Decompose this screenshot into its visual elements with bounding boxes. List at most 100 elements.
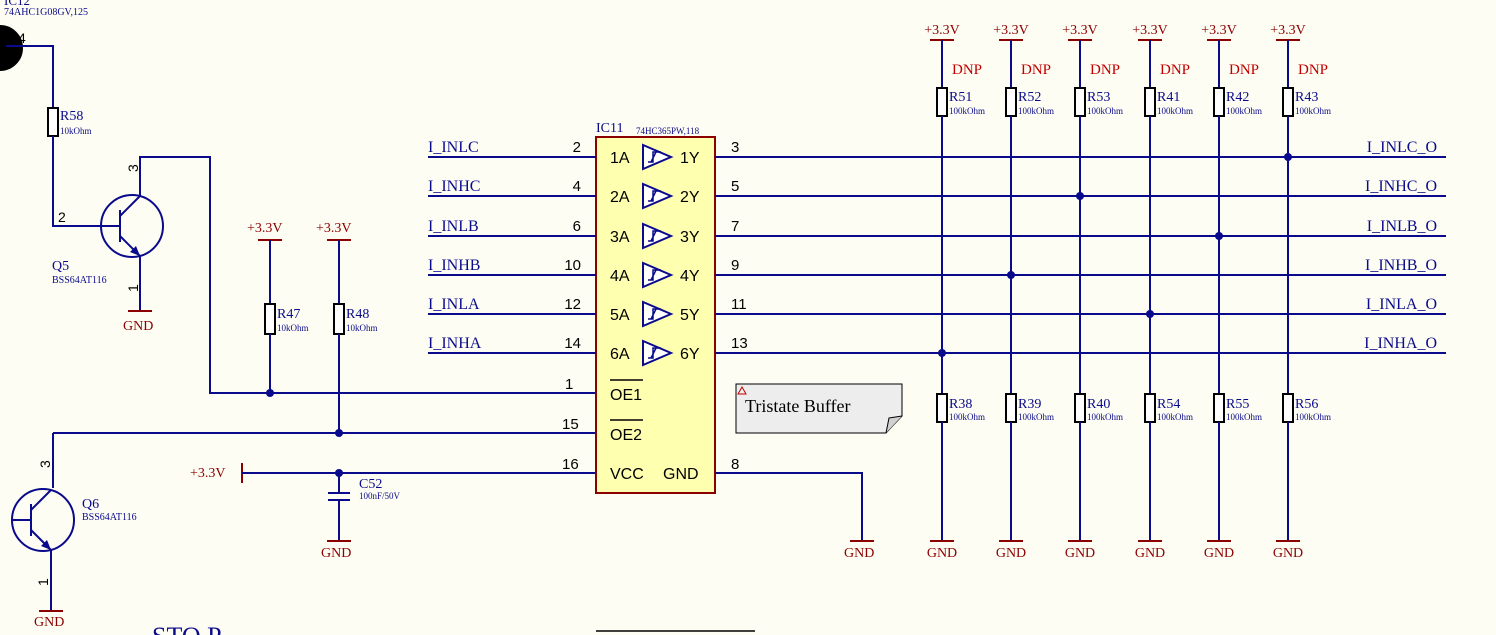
pulldown-value: 100kOhm <box>1018 412 1054 422</box>
pulldown-value: 100kOhm <box>1087 412 1123 422</box>
pin-name-input: 6A <box>610 346 630 363</box>
ic12-fragment: IC12 74AHC1G08GV,125 4 <box>0 0 88 71</box>
pullup-designator: R52 <box>1018 90 1041 105</box>
r47-value: 10kOhm <box>277 323 309 333</box>
pin-number-input: 2 <box>573 139 581 156</box>
pulldown-designator: R39 <box>1018 397 1041 412</box>
pin-name-input: 3A <box>610 229 630 246</box>
q6-pin-emitter: 1 <box>35 578 51 586</box>
r47-vcc-label: +3.3V <box>247 221 283 236</box>
dnp-label: DNP <box>1229 62 1259 78</box>
q5-value: BSS64AT116 <box>52 275 107 286</box>
net-label-output: I_INLA_O <box>1366 296 1437 313</box>
pullup-designator: R43 <box>1295 90 1318 105</box>
gnd-label: GND <box>1135 546 1165 561</box>
r48-designator: R48 <box>346 307 369 322</box>
ic11-pin-oe1[interactable]: 1 OE1 <box>565 376 643 404</box>
net-label-output: I_INHC_O <box>1365 178 1437 195</box>
q6-value: BSS64AT116 <box>82 512 137 523</box>
net-label-input: I_INHA <box>428 335 482 352</box>
vcc-label: +3.3V <box>1132 23 1168 38</box>
ic12-designator: IC12 <box>4 0 30 8</box>
svg-text:16: 16 <box>562 456 579 473</box>
svg-text:GND: GND <box>34 615 64 630</box>
ic11-designator: IC11 <box>596 121 623 136</box>
pin-name-output: 4Y <box>680 268 700 285</box>
pulldown-designator: R40 <box>1087 397 1110 412</box>
ic12-value: 74AHC1G08GV,125 <box>4 7 88 18</box>
r58-resistor[interactable]: R58 10kOhm <box>47 107 92 137</box>
c52-capacitor[interactable]: C52 100nF/50V <box>328 473 401 540</box>
vcc-supply: +3.3V <box>190 463 596 483</box>
svg-text:OE2: OE2 <box>610 427 642 444</box>
r48-pullup[interactable]: +3.3V R48 10kOhm <box>316 221 378 433</box>
svg-text:GND: GND <box>321 546 351 561</box>
c52-value: 100nF/50V <box>359 491 401 501</box>
svg-text:VCC: VCC <box>610 466 644 483</box>
net-label-input: I_INLC <box>428 139 479 156</box>
ic12-pin-number: 4 <box>18 30 26 46</box>
net-label-input: I_INHB <box>428 257 480 274</box>
pulldown-value: 100kOhm <box>949 412 985 422</box>
junction <box>266 389 274 397</box>
r48-value: 10kOhm <box>346 323 378 333</box>
net-label-input: I_INLA <box>428 296 480 313</box>
pin-name-output: 6Y <box>680 346 700 363</box>
pullup-value: 100kOhm <box>1018 106 1054 116</box>
vcc-label: +3.3V <box>924 23 960 38</box>
ic11-pin-gnd[interactable]: GND 8 GND <box>663 456 874 561</box>
pulldown-designator: R55 <box>1226 397 1249 412</box>
svg-text:1: 1 <box>565 376 573 393</box>
pin-name-output: 5Y <box>680 307 700 324</box>
q5-pin-base: 2 <box>58 209 66 225</box>
dnp-label: DNP <box>952 62 982 78</box>
r58-value: 10kOhm <box>60 126 92 136</box>
net-label-output: I_INHA_O <box>1364 335 1437 352</box>
q6-transistor[interactable]: Q6 BSS64AT116 <box>11 488 137 552</box>
net-label-input: I_INHC <box>428 178 480 195</box>
gnd-label: GND <box>1065 546 1095 561</box>
r48-vcc-label: +3.3V <box>316 221 352 236</box>
svg-text:15: 15 <box>562 416 579 433</box>
ic11-pin-vcc[interactable]: 16 VCC <box>562 456 644 483</box>
c52-gnd: GND <box>321 540 351 561</box>
dnp-label: DNP <box>1160 62 1190 78</box>
pin-number-input: 12 <box>564 296 581 313</box>
q5-transistor[interactable]: Q5 BSS64AT116 <box>52 194 164 286</box>
gnd-label: GND <box>996 546 1026 561</box>
pin-number-output: 9 <box>731 257 739 274</box>
pin-number-input: 10 <box>564 257 581 274</box>
pulldown-designator: R54 <box>1157 397 1180 412</box>
dnp-label: DNP <box>1090 62 1120 78</box>
r47-pullup[interactable]: +3.3V R47 10kOhm <box>247 221 309 393</box>
vcc-label: +3.3V <box>1201 23 1237 38</box>
pin-number-output: 5 <box>731 178 739 195</box>
pullup-value: 100kOhm <box>1295 106 1331 116</box>
gnd-label: GND <box>1273 546 1303 561</box>
gnd-label: GND <box>927 546 957 561</box>
net-label-input: I_INLB <box>428 218 479 235</box>
note-tristate-buffer[interactable]: Tristate Buffer <box>735 383 903 434</box>
ic11-pin-oe2[interactable]: 15 OE2 <box>562 416 643 444</box>
